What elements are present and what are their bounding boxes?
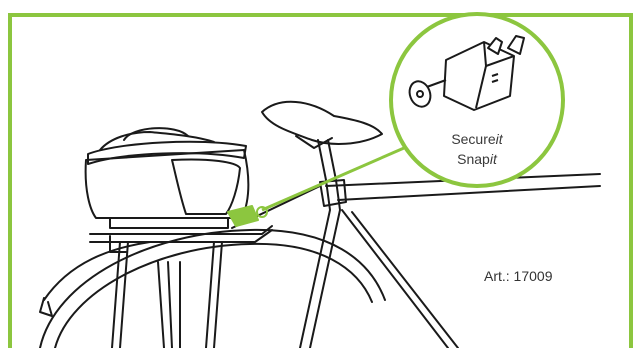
callout-label-secureit: Secureit <box>417 130 537 148</box>
bag-base <box>110 218 228 228</box>
seat-tube <box>300 140 330 348</box>
callout-line2-italic: it <box>490 151 497 167</box>
saddle-rail <box>296 136 332 148</box>
callout-label-snapit: Snapit <box>417 150 537 168</box>
bag-panel <box>172 159 240 214</box>
callout-line1-italic: it <box>496 131 503 147</box>
snapit-unit <box>228 206 258 226</box>
article-number: Art.: 17009 <box>484 268 553 284</box>
callout-line1-base: Secure <box>451 131 495 147</box>
down-tube <box>342 210 458 348</box>
rack-strut-right-2 <box>214 242 222 348</box>
saddle <box>262 102 382 144</box>
callout-line2-base: Snap <box>457 151 490 167</box>
rack-strut-right <box>206 242 214 348</box>
callout-leader <box>262 148 404 210</box>
spoke-lines <box>158 262 180 348</box>
bag-body <box>86 150 249 218</box>
fender-tip <box>40 298 52 316</box>
rack-strut-left <box>112 242 120 348</box>
